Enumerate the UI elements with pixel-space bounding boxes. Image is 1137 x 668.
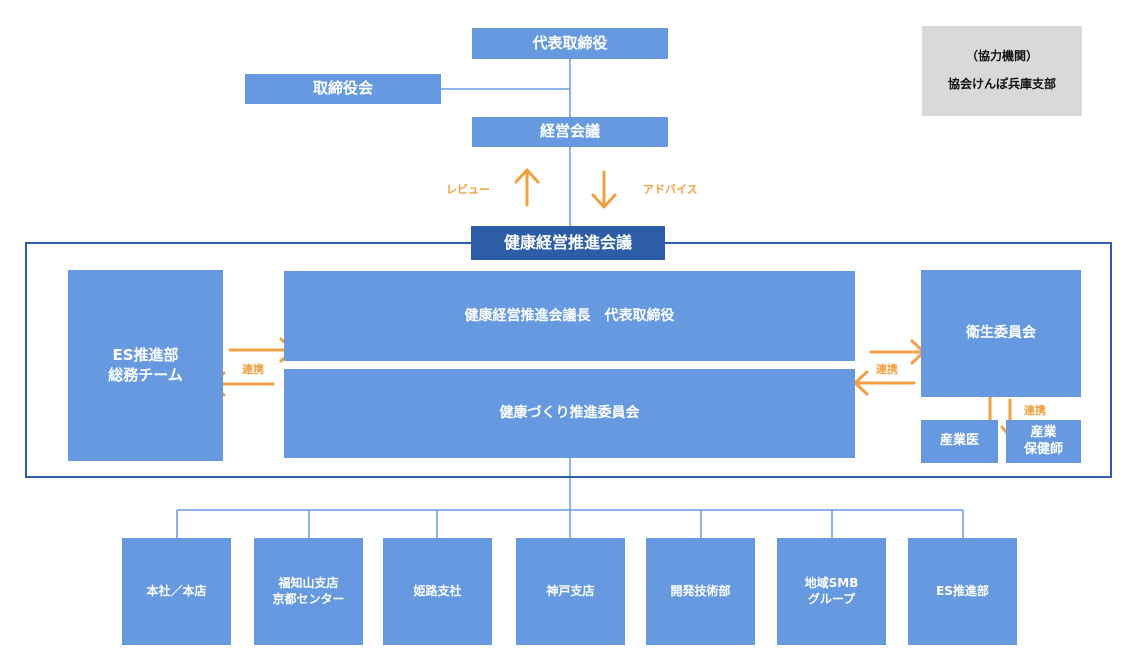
branch-box-kobe: 神戸支店 — [516, 538, 625, 645]
advice-label: アドバイス — [643, 183, 698, 196]
branch-box-himeji: 姫路支社 — [383, 538, 492, 645]
cooperating-org-title: （協力機関） — [965, 49, 1038, 64]
branch-box-fukuchiyama: 福知山支店 京都センター — [254, 538, 363, 645]
health-committee-box: 衛生委員会 — [921, 270, 1081, 397]
link-arrow-left-right-side — [853, 370, 916, 396]
review-arrow-up — [514, 168, 540, 207]
cooperating-org-box: （協力機関） 協会けんぽ兵庫支部 — [922, 26, 1082, 116]
chair-box: 健康経営推進会議長 代表取締役 — [284, 271, 855, 361]
branch-box-es: ES推進部 — [908, 538, 1017, 645]
board-box: 取締役会 — [245, 74, 441, 104]
link-label-left: 連携 — [242, 363, 264, 376]
ceo-box: 代表取締役 — [472, 28, 668, 59]
branch-box-dev-tech: 開発技術部 — [646, 538, 755, 645]
es-dept-box: ES推進部 総務チーム — [68, 270, 223, 461]
branch-box-head-office: 本社／本店 — [122, 538, 231, 645]
link-label-nurse: 連携 — [1024, 404, 1046, 417]
health-management-meeting-title: 健康経営推進会議 — [471, 226, 665, 260]
branch-box-smb: 地域SMB グループ — [777, 538, 886, 645]
promotion-committee-box: 健康づくり推進委員会 — [284, 369, 855, 458]
advice-arrow-down — [591, 170, 617, 209]
review-label: レビュー — [446, 183, 490, 196]
link-label-right: 連携 — [876, 363, 898, 376]
industrial-doctor-box: 産業医 — [921, 420, 998, 463]
management-meeting-box: 経営会議 — [472, 117, 668, 147]
cooperating-org-name: 協会けんぽ兵庫支部 — [947, 77, 1056, 91]
occupational-nurse-box: 産業 保健師 — [1006, 420, 1081, 463]
